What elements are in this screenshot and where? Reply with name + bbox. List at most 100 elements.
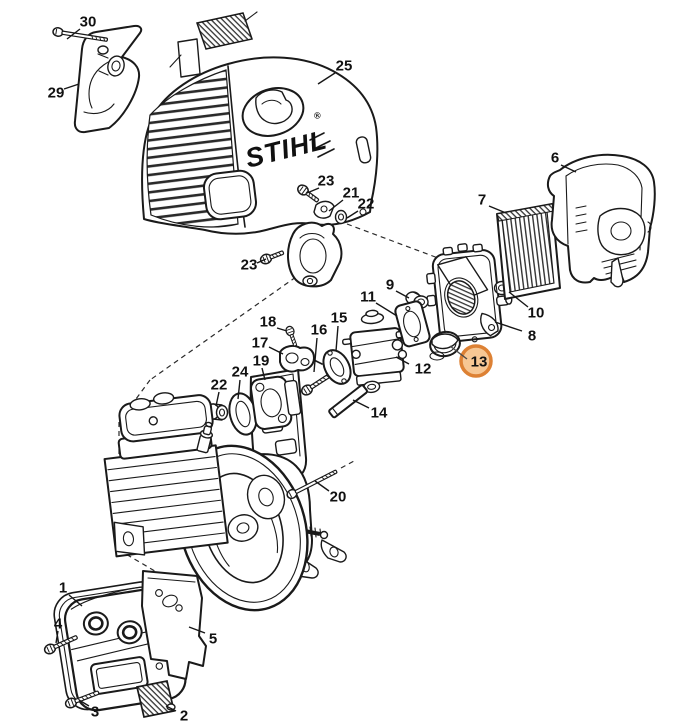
stihl-registered-mark: ®	[313, 110, 322, 121]
callout-number[interactable]: 23	[318, 173, 335, 190]
callout-number[interactable]: 22	[358, 196, 375, 213]
callout-8[interactable]: 8	[494, 321, 536, 345]
callout-leader-line	[328, 199, 344, 212]
callout-leader-line	[395, 290, 410, 299]
callout-number[interactable]: 20	[330, 489, 347, 506]
callout-2[interactable]: 2	[165, 705, 188, 723]
callout-number[interactable]: 19	[253, 353, 270, 370]
callout-number[interactable]: 10	[528, 305, 545, 322]
callout-14[interactable]: 14	[352, 399, 388, 422]
callout-number[interactable]: 30	[80, 14, 97, 31]
callout-number[interactable]: 6	[551, 150, 559, 167]
shroud-part: STIHL ®	[141, 56, 379, 235]
callout-22[interactable]: 22	[346, 196, 375, 219]
callout-number[interactable]: 24	[232, 364, 249, 381]
callout-9[interactable]: 9	[386, 277, 410, 299]
callout-leader-line	[188, 626, 206, 634]
callout-number[interactable]: 2	[180, 708, 188, 723]
callout-3[interactable]: 3	[78, 699, 99, 721]
callout-leader-line	[346, 210, 359, 219]
carburetor-spacer-part	[249, 375, 302, 430]
callout-number[interactable]: 21	[343, 185, 360, 202]
callout-leader-line	[165, 705, 177, 712]
deflector-part	[73, 24, 143, 134]
highlight-circle[interactable]	[459, 344, 493, 378]
carburetor-gasket-part	[394, 300, 431, 348]
callout-leader-line	[78, 699, 90, 707]
callout-25[interactable]: 25	[317, 58, 353, 85]
callout-leader-line	[352, 399, 370, 409]
callout-leader-line	[314, 480, 330, 492]
carburetor-part	[342, 309, 408, 394]
callout-leader-line	[276, 327, 288, 332]
callout-22[interactable]: 22	[211, 377, 228, 407]
callout-leader-line	[508, 291, 529, 308]
callout-13[interactable]: 13	[449, 344, 493, 378]
manifold-clamp-part	[313, 200, 335, 219]
callout-16[interactable]: 16	[311, 322, 328, 373]
heat-shield-part	[141, 570, 207, 680]
callout-18[interactable]: 18	[260, 314, 288, 332]
callout-24[interactable]: 24	[232, 364, 249, 400]
callout-leader-line	[494, 321, 523, 332]
pump-screw	[284, 324, 300, 348]
callout-11[interactable]: 11	[360, 289, 398, 317]
callout-15[interactable]: 15	[331, 310, 348, 352]
callout-number[interactable]: 18	[260, 314, 277, 331]
callout-number[interactable]: 15	[331, 310, 348, 327]
callout-leader-line	[313, 337, 318, 373]
callout-leader-line	[449, 345, 468, 360]
callout-number[interactable]: 1	[59, 580, 67, 597]
callout-number[interactable]: 16	[311, 322, 328, 339]
callout-17[interactable]: 17	[252, 335, 284, 355]
callout-leader-line	[256, 258, 267, 264]
callout-number[interactable]: 17	[252, 335, 269, 352]
callout-19[interactable]: 19	[253, 353, 270, 381]
callout-number[interactable]: 7	[478, 192, 486, 209]
manifold-nut-part	[334, 209, 348, 225]
callout-5[interactable]: 5	[188, 626, 217, 648]
callout-leader-line	[68, 594, 83, 607]
callout-leader-line	[335, 325, 339, 352]
callout-23[interactable]: 23	[241, 257, 267, 274]
callout-30[interactable]: 30	[66, 14, 97, 40]
callout-leader-line	[261, 367, 266, 381]
callout-12[interactable]: 12	[395, 356, 432, 378]
callout-23[interactable]: 23	[306, 173, 335, 194]
callout-number[interactable]: 14	[371, 405, 388, 422]
callout-20[interactable]: 20	[314, 480, 347, 506]
callout-number[interactable]: 12	[415, 361, 432, 378]
callout-leader-line	[317, 72, 336, 85]
callout-number[interactable]: 29	[48, 85, 65, 102]
callout-6[interactable]: 6	[551, 150, 577, 173]
callout-leader-line	[237, 379, 241, 400]
callout-10[interactable]: 10	[508, 291, 545, 322]
callout-number[interactable]: 8	[528, 328, 536, 345]
callout-number[interactable]: 5	[209, 631, 217, 648]
callout-leader-line	[560, 164, 577, 173]
choke-knob-part	[429, 330, 461, 361]
air-filter-element-part	[496, 203, 561, 300]
air-filter-base-part	[426, 243, 513, 343]
callout-number[interactable]: 11	[360, 289, 376, 306]
callout-number[interactable]: 22	[211, 377, 228, 394]
callout-number[interactable]: 4	[54, 616, 63, 633]
callout-29[interactable]: 29	[48, 83, 80, 102]
blank-label-sticker	[169, 38, 201, 78]
callout-21[interactable]: 21	[328, 185, 360, 212]
callout-leader-line	[55, 630, 59, 644]
callout-number[interactable]: 13	[471, 354, 488, 371]
callout-number[interactable]: 23	[241, 257, 258, 274]
callout-7[interactable]: 7	[478, 192, 507, 214]
hatched-sticker	[196, 11, 258, 50]
callout-number[interactable]: 3	[91, 704, 99, 721]
callout-number[interactable]: 9	[386, 277, 394, 294]
purge-pump-part	[279, 344, 323, 373]
tube-part	[328, 384, 368, 419]
callout-1[interactable]: 1	[59, 580, 83, 607]
callout-number[interactable]: 25	[336, 58, 353, 75]
callout-4[interactable]: 4	[54, 616, 63, 644]
